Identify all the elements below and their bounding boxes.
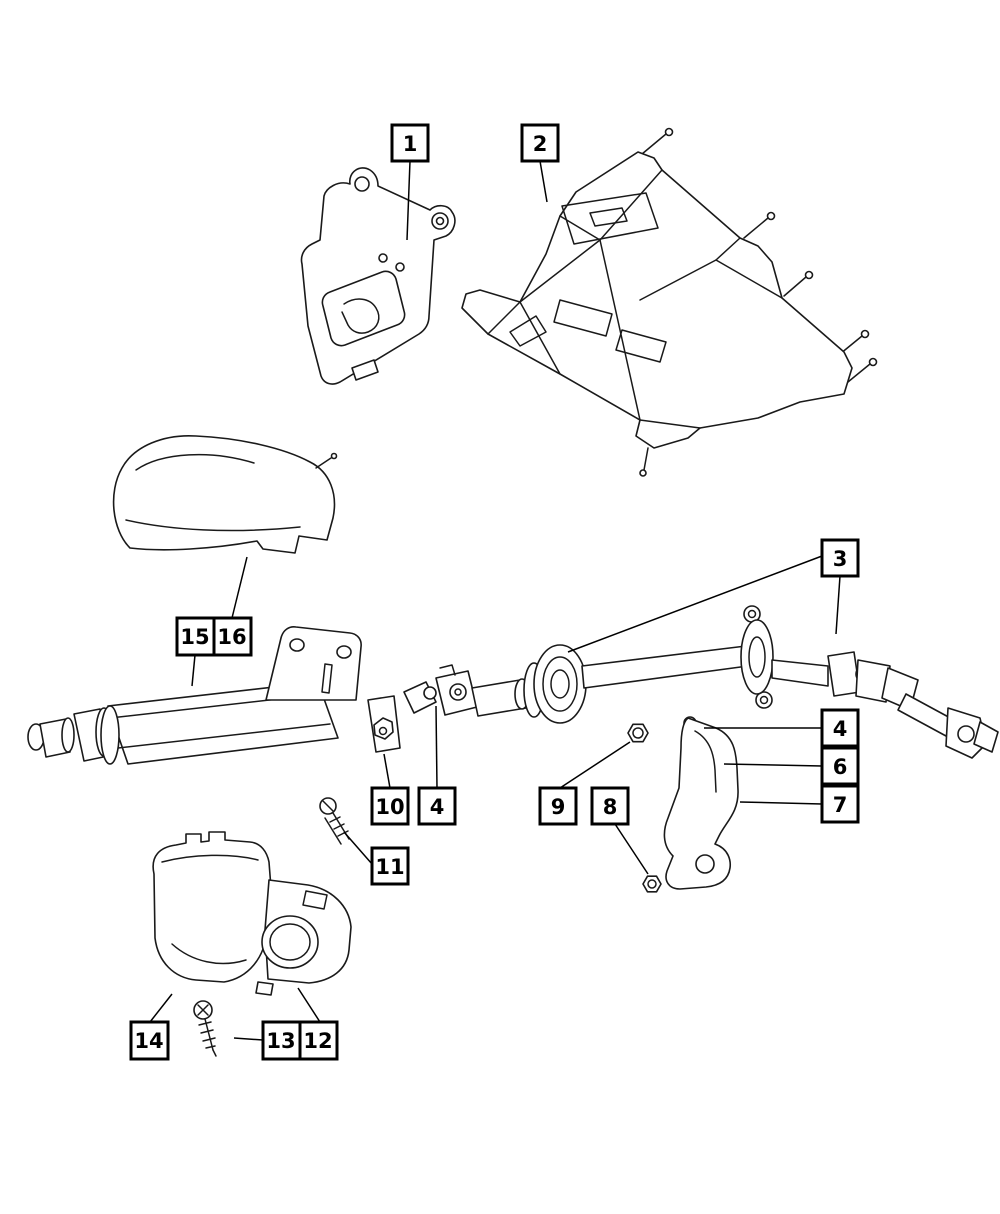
leader-line-1	[406, 160, 411, 241]
callout-4-right-label: 4	[833, 717, 848, 741]
part-upper-shroud	[112, 435, 338, 554]
callout-11[interactable]: 11	[370, 846, 410, 886]
callout-14-label: 14	[134, 1029, 163, 1053]
leader-line-13	[233, 1037, 264, 1041]
part-mounting-bracket	[300, 167, 456, 385]
callout-7-label: 7	[833, 793, 848, 817]
callout-14[interactable]: 14	[129, 1020, 170, 1061]
callout-1[interactable]: 1	[390, 123, 430, 163]
callout-13[interactable]: 13	[261, 1020, 302, 1061]
callout-3[interactable]: 3	[820, 538, 860, 578]
leader-line-7	[739, 801, 823, 805]
callout-8-label: 8	[603, 795, 618, 819]
leader-line-10	[383, 753, 391, 789]
leader-line-12	[297, 987, 321, 1023]
callout-7[interactable]: 7	[820, 784, 860, 824]
callout-4-middle-label: 4	[430, 795, 445, 819]
leader-line-2	[539, 160, 548, 203]
part-lower-shroud	[152, 831, 352, 996]
leader-line-3b	[835, 575, 841, 635]
callout-9[interactable]: 9	[538, 786, 578, 826]
part-hex-nut-lower	[642, 875, 662, 893]
leader-line-14	[149, 993, 173, 1023]
callout-11-label: 11	[375, 855, 404, 879]
leader-line-8	[614, 823, 649, 875]
callout-15[interactable]: 15	[175, 616, 216, 657]
part-bracket-arm	[663, 717, 739, 890]
leader-line-11	[343, 831, 373, 865]
callout-3-label: 3	[833, 547, 848, 571]
callout-2-label: 2	[533, 132, 548, 156]
callout-9-label: 9	[551, 795, 566, 819]
callout-8[interactable]: 8	[590, 786, 630, 826]
leader-lines	[149, 160, 841, 1041]
callout-10[interactable]: 10	[370, 786, 410, 826]
leader-line-4m	[435, 705, 438, 789]
part-screw-lower	[193, 1000, 217, 1057]
leader-line-3a	[567, 555, 823, 653]
part-intermediate-shaft	[523, 605, 999, 759]
leader-line-16	[231, 556, 248, 619]
part-steering-column	[27, 626, 530, 765]
part-support-bracket	[461, 127, 878, 477]
callout-1-label: 1	[403, 132, 418, 156]
callout-15-label: 15	[180, 625, 209, 649]
part-hex-nut-upper	[627, 723, 649, 743]
callout-16[interactable]: 16	[212, 616, 253, 657]
callout-6-label: 6	[833, 755, 848, 779]
callout-6[interactable]: 6	[820, 746, 860, 786]
callout-12[interactable]: 12	[298, 1020, 339, 1061]
callout-13-label: 13	[266, 1029, 295, 1053]
callout-4-middle[interactable]: 4	[417, 786, 457, 826]
leader-line-15	[191, 654, 196, 687]
leader-line-6	[723, 763, 823, 767]
callout-4-right[interactable]: 4	[820, 708, 860, 748]
callout-12-label: 12	[303, 1029, 332, 1053]
callout-2[interactable]: 2	[520, 123, 560, 163]
part-screw-upper	[319, 797, 350, 845]
leader-line-9	[559, 741, 631, 789]
callout-10-label: 10	[375, 795, 404, 819]
callout-16-label: 16	[217, 625, 246, 649]
